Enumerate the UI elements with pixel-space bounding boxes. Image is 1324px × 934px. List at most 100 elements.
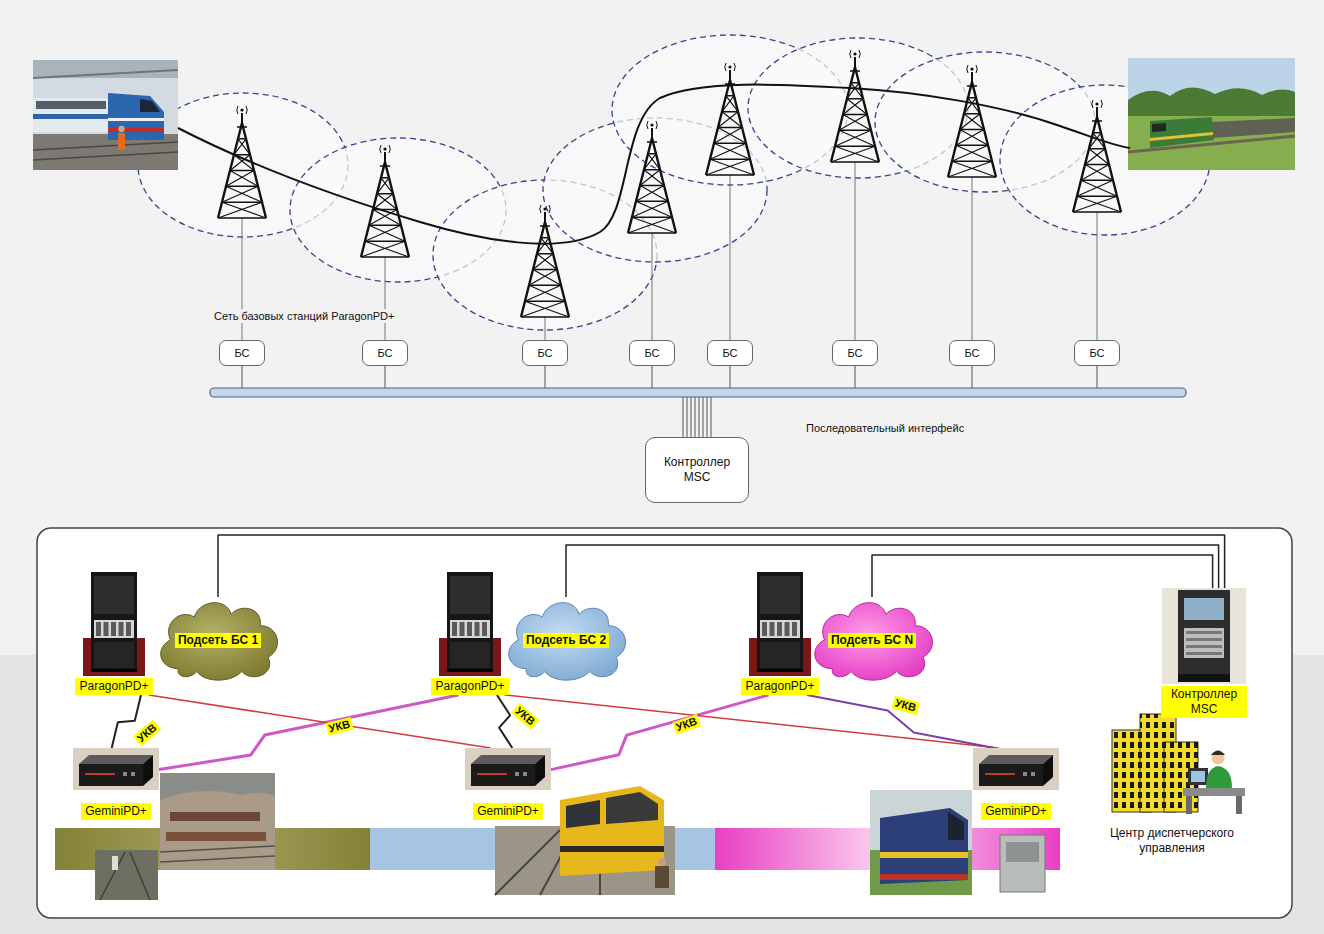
picture-part [471,755,545,764]
freight-train-photo [1150,132,1213,141]
dispatcher-icon [1191,771,1205,782]
radio-link [551,695,768,770]
station-photo [118,126,124,132]
station-photo [33,114,111,119]
picture-part [471,764,535,786]
picture-part [91,572,137,672]
station-photo [33,60,178,170]
controller-box-text: Контроллер MSC [655,455,739,485]
picture-part [523,772,527,776]
msc-controller-station: Контроллер MSC [1161,588,1247,718]
station-photo [118,133,125,150]
picture-part [777,622,782,636]
blue-locomotive-photo [1006,842,1039,862]
cab-picture [749,572,811,676]
picture-part [474,622,479,636]
base-station-box-text: БС [537,347,552,360]
gemini-terminal-text: GeminiPD+ [81,803,151,820]
subnet-link [872,555,1213,597]
blue-locomotive-photo [1000,835,1045,892]
radio-label: УКВ [672,714,700,735]
tower-feed-lines [855,162,856,340]
tower-feed-lines [972,177,973,340]
quarry-photo [95,850,158,900]
interface-caption-holder: Последовательный интерфейс [806,418,964,436]
paragon-station: ParagonPD+ [741,572,818,695]
gemini-terminal: GeminiPD+ [73,748,159,820]
picture-part [760,620,800,638]
base-station-box: БС [707,340,753,366]
bus-link [707,366,972,437]
freight-train-photo [1128,116,1295,170]
gemini-terminal: GeminiPD+ [465,748,551,820]
picture-part [459,622,464,636]
quarry-photo [166,832,266,841]
network-caption: Сеть базовых станций ParagonPD+ [212,309,396,323]
subnet-cloud: Подсеть БС 1 [152,597,284,683]
picture-part [126,622,131,636]
dispatcher-icon [1188,768,1208,785]
tower-feed-lines [730,175,731,340]
controller-box: Контроллер MSC [645,437,749,503]
blue-locomotive-photo [880,874,968,880]
picture-part [979,764,1043,786]
freight-train-photo [1212,118,1295,138]
picture-part [760,642,800,668]
freight-train-photo [1128,87,1295,118]
picture-part [94,576,134,614]
picture-part [465,748,551,790]
radio-label: УКВ [325,717,353,736]
dispatch-center-caption-holder: Центр диспетчерского управления [1097,826,1247,856]
ctrl-picture [1162,588,1246,684]
msc-controller-station-text: Контроллер MSC [1161,686,1247,718]
dispatcher-icon [1186,796,1192,814]
bus-link [711,366,1097,437]
picture-part [450,642,490,668]
station-photo [36,101,106,109]
yellow-locomotive-photo [606,792,658,824]
subnet-cloud-text: Подсеть БС N [828,633,916,648]
train-route-line [178,85,1130,244]
quarry-photo [95,773,275,900]
picture-part [450,576,490,614]
bus-link [242,366,683,437]
blue-locomotive-photo [870,790,972,895]
radio-link [807,695,995,748]
blue-locomotive-photo [880,808,968,884]
picture-part [784,622,789,636]
cloud-shape [814,603,932,680]
network-caption-holder: Сеть базовых станций ParagonPD+ [212,306,396,324]
bus-link [699,366,730,437]
station-photo [33,98,111,132]
base-station-box-text: БС [964,347,979,360]
paragon-station-text: ParagonPD+ [741,678,818,695]
paragon-station: ParagonPD+ [75,572,152,695]
subnet-cloud: Подсеть БС 2 [500,597,632,683]
picture-part [467,622,472,636]
tower-feed-lines [652,233,653,340]
base-station-box: БС [1074,340,1120,366]
cloud-shape [509,603,626,680]
subnet-link [218,535,1225,597]
picture-part [1186,631,1222,634]
picture-part [1031,772,1035,776]
picture-part [118,622,123,636]
base-station-box: БС [629,340,675,366]
dispatcher-icon [1183,788,1245,796]
radio-label-holder: УКВ [671,711,701,736]
radio-tower-symbols [948,65,996,177]
picture-part [762,622,767,636]
freight-train-photo [1150,117,1214,148]
quarry-photo [160,846,275,862]
base-station-box-text: БС [722,347,737,360]
radio-label: УКВ [133,720,161,746]
paragon-station-text: ParagonPD+ [75,678,152,695]
picture-part [447,669,493,672]
radio-tower-symbols [706,63,754,175]
picture-part [452,622,457,636]
radio-label: УКВ [891,696,919,715]
picture-part [85,773,115,775]
radio-label-holder: УКВ [891,692,920,716]
